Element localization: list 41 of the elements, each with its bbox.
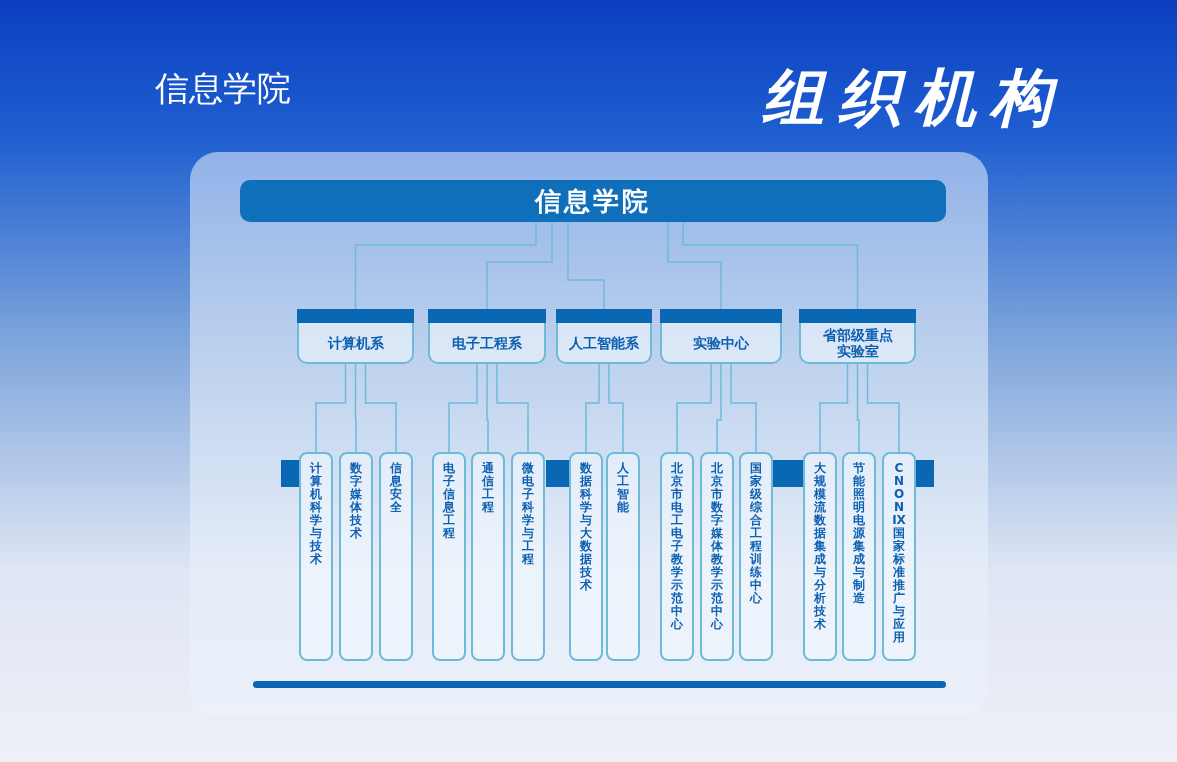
connector-line: [667, 221, 722, 310]
unit-box: 大规模流数据集成与分析技术: [803, 452, 837, 661]
connector-line: [730, 363, 757, 453]
header-text: 信息学院: [155, 67, 291, 110]
unit-box: 微电子科学与工程: [511, 452, 545, 661]
connector-line: [856, 363, 860, 453]
department-box: 实验中心: [660, 309, 782, 364]
college-box: 信息学院: [240, 180, 946, 222]
connector-line: [354, 363, 357, 453]
connector-line: [682, 221, 859, 310]
connector-line: [585, 363, 600, 453]
unit-box: 电子信息工程: [432, 452, 466, 661]
connector-line: [866, 363, 900, 453]
department-box: 人工智能系: [556, 309, 652, 364]
connector-line: [567, 221, 605, 310]
unit-box: 节能照明电源集成与制造: [842, 452, 876, 661]
unit-box: 北京市数字媒体教学示范中心: [700, 452, 734, 661]
connector-line: [486, 363, 489, 453]
page-title: 组织机构: [762, 60, 1066, 136]
connector-line: [364, 363, 397, 453]
connector-line: [486, 221, 553, 310]
department-box: 计算机系: [297, 309, 414, 364]
connector-line: [315, 363, 347, 453]
unit-box: 信息安全: [379, 452, 413, 661]
unit-box: 人工智能: [606, 452, 640, 661]
connector-line: [354, 221, 537, 310]
connector-line: [496, 363, 529, 453]
department-box: 省部级重点实验室: [799, 309, 916, 364]
unit-box: 北京市电工电子教学示范中心: [660, 452, 694, 661]
unit-box: 通信工程: [471, 452, 505, 661]
department-box: 电子工程系: [428, 309, 546, 364]
unit-box: CNONIX国家标准推广与应用: [882, 452, 916, 661]
unit-box: 数据科学与大数据技术: [569, 452, 603, 661]
unit-box: 国家级综合工程训练中心: [739, 452, 773, 661]
connector-line: [716, 363, 722, 453]
connector-line: [608, 363, 624, 453]
connector-line: [676, 363, 712, 453]
connector-line: [448, 363, 478, 453]
unit-box: 计算机科学与技术: [299, 452, 333, 661]
connector-line: [819, 363, 849, 453]
unit-box: 数字媒体技术: [339, 452, 373, 661]
